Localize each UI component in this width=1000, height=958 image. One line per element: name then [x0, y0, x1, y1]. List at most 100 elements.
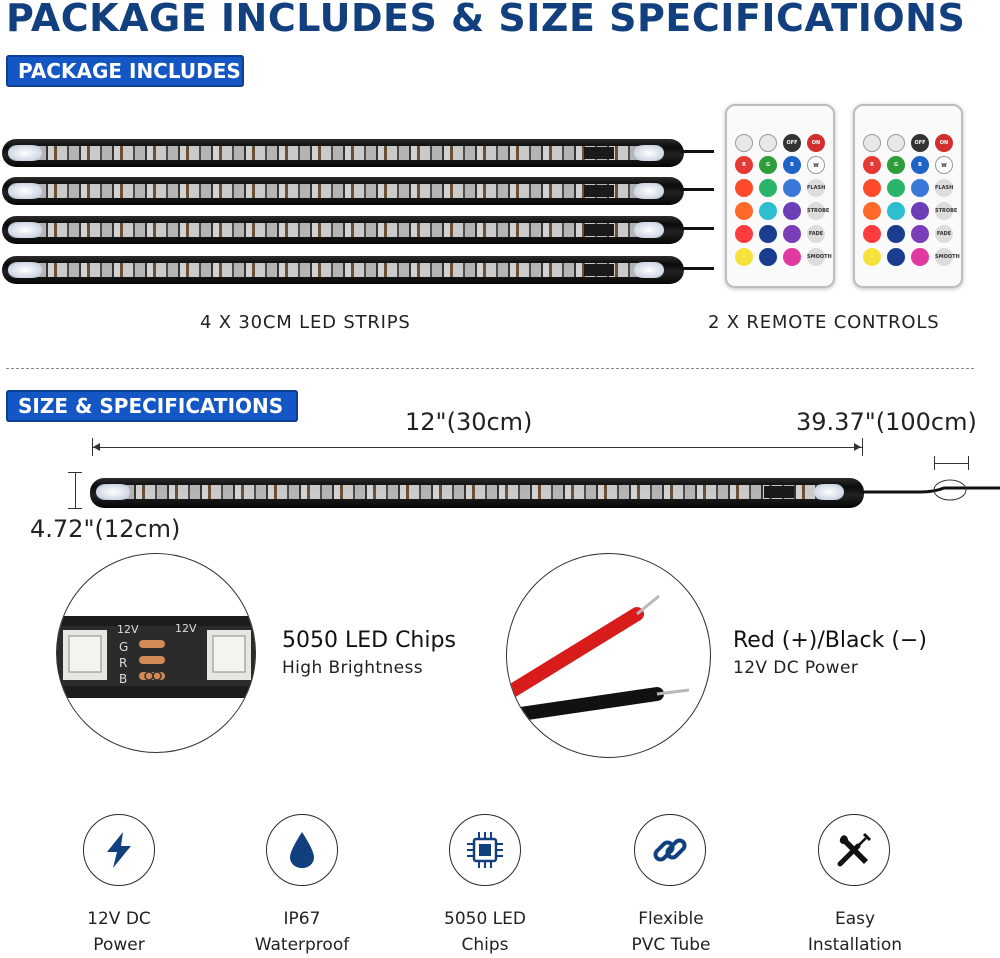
chip-title: 5050 LED Chips [282, 628, 456, 653]
wire-title: Red (+)/Black (−) [733, 628, 927, 653]
lightning-icon [83, 814, 155, 886]
led-strip [2, 256, 684, 284]
size-specifications-tag: SIZE & SPECIFICATIONS [6, 390, 298, 422]
chip-marking-g: G [119, 640, 129, 654]
color-button [863, 248, 881, 266]
cable-dimension-line [934, 463, 968, 464]
remote-g-button: G [887, 156, 905, 174]
color-button [911, 179, 929, 197]
strip-cable [680, 150, 714, 153]
color-button [887, 202, 905, 220]
chip-marking-v: 12V [117, 623, 139, 636]
remote-on-button: ON [935, 134, 953, 152]
remote-fade-button: FADE [935, 225, 953, 243]
color-button [783, 225, 801, 243]
led-chip-closeup: 12V G R B 12V [56, 553, 256, 753]
dimension-tick [862, 438, 863, 456]
color-button [759, 202, 777, 220]
height-label: 4.72"(12cm) [30, 515, 181, 543]
color-button [759, 248, 777, 266]
link-icon [634, 814, 706, 886]
strip-cable [680, 188, 714, 191]
tools-icon [818, 814, 890, 886]
color-button [759, 179, 777, 197]
brightness-up-icon [735, 134, 753, 152]
brightness-down-icon [887, 134, 905, 152]
color-button [887, 225, 905, 243]
length-dimension-line [92, 447, 862, 448]
color-button [911, 225, 929, 243]
remote-b-button: B [911, 156, 929, 174]
dimension-tick [68, 508, 82, 509]
remote-control: OFF ON R G B W FLASH STROBE FADE SMOOTH [725, 104, 835, 288]
color-button [759, 225, 777, 243]
chip-subtitle: High Brightness [282, 658, 424, 678]
package-includes-tag: PACKAGE INCLUDES [6, 55, 244, 87]
color-button [863, 202, 881, 220]
remote-r-button: R [735, 156, 753, 174]
wire-subtitle: 12V DC Power [733, 658, 859, 678]
remote-w-button: W [935, 156, 953, 174]
color-button [735, 225, 753, 243]
length-label: 12"(30cm) [405, 408, 533, 436]
strip-cable [680, 227, 714, 230]
remote-strobe-button: STROBE [807, 202, 829, 220]
remote-w-button: W [807, 156, 825, 174]
color-button [863, 225, 881, 243]
remote-b-button: B [783, 156, 801, 174]
led-strip-detail [90, 478, 864, 508]
wire-closeup [506, 553, 711, 758]
led-strip [2, 216, 684, 244]
remote-fade-button: FADE [807, 225, 825, 243]
section-divider [6, 368, 974, 369]
remote-strobe-button: STROBE [935, 202, 957, 220]
remotes-caption: 2 X REMOTE CONTROLS [708, 312, 940, 333]
color-button [783, 248, 801, 266]
color-button [887, 248, 905, 266]
color-button [735, 179, 753, 197]
remote-flash-button: FLASH [807, 179, 825, 197]
remote-smooth-button: SMOOTH [935, 248, 960, 266]
color-button [735, 248, 753, 266]
dimension-tick [968, 456, 969, 470]
remote-r-button: R [863, 156, 881, 174]
strip-cable [680, 267, 714, 270]
height-dimension-line [75, 472, 76, 508]
remote-control: OFF ON R G B W FLASH STROBE FADE SMOOTH [853, 104, 963, 288]
brightness-up-icon [863, 134, 881, 152]
water-drop-icon [266, 814, 338, 886]
color-button [783, 179, 801, 197]
led-strip [2, 139, 684, 167]
remote-smooth-button: SMOOTH [807, 248, 832, 266]
led-strip [2, 177, 684, 205]
led-chip-image [57, 616, 255, 698]
chip-marking-r: R [119, 656, 128, 670]
remote-off-button: OFF [783, 134, 801, 152]
color-button [911, 202, 929, 220]
brightness-down-icon [759, 134, 777, 152]
strips-caption: 4 X 30CM LED STRIPS [200, 312, 411, 333]
chip-icon [449, 814, 521, 886]
chip-marking-v: 12V [175, 622, 197, 635]
cable-length-label: 39.37"(100cm) [796, 408, 977, 436]
strip-cable [860, 479, 1000, 501]
power-wires-image [507, 594, 690, 723]
page-title: PACKAGE INCLUDES & SIZE SPECIFICATIONS [6, 0, 966, 40]
color-button [887, 179, 905, 197]
color-button [783, 202, 801, 220]
color-button [735, 202, 753, 220]
color-button [911, 248, 929, 266]
remote-g-button: G [759, 156, 777, 174]
remote-on-button: ON [807, 134, 825, 152]
arrow-left-icon [93, 443, 100, 451]
remote-flash-button: FLASH [935, 179, 953, 197]
color-button [863, 179, 881, 197]
chip-marking-b: B [119, 672, 128, 686]
remote-off-button: OFF [911, 134, 929, 152]
arrow-right-icon [854, 443, 861, 451]
